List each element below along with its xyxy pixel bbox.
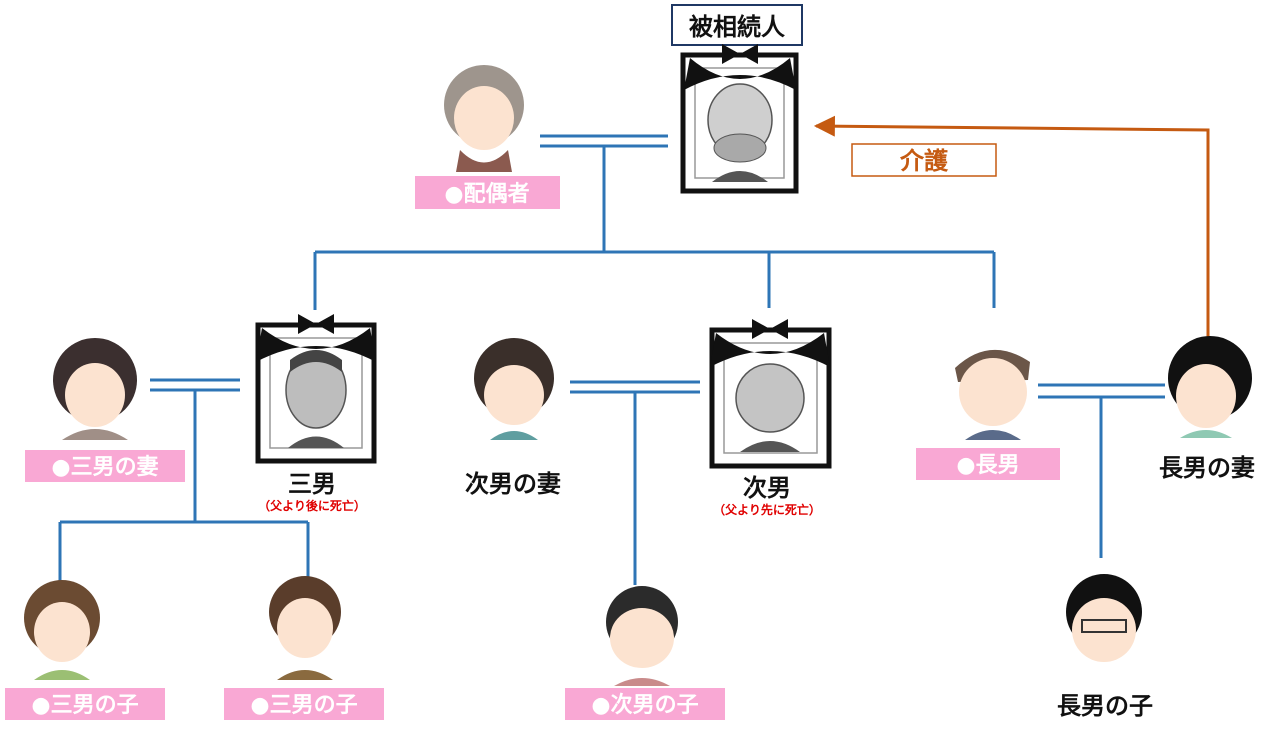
son3-wife-label-box: ●三男の妻: [25, 450, 185, 482]
avatar-son1-child: [1066, 574, 1142, 662]
ribbon-icon: [710, 333, 830, 367]
son3-wife-label: ●三男の妻: [51, 454, 158, 480]
avatar-son1: [955, 349, 1030, 440]
deceased-label: 被相続人: [689, 13, 785, 41]
care-label: 介護: [899, 147, 949, 175]
ribbon-icon: [684, 58, 796, 90]
avatar-spouse: [444, 65, 524, 172]
son3-child1-label-box: ●三男の子: [5, 688, 165, 720]
avatar-son2-child: [606, 586, 678, 686]
avatar-son3-child1: [24, 580, 100, 680]
memorial-portrait-son2: [709, 319, 832, 469]
spouse-label-box: ●配偶者: [415, 176, 560, 209]
deceased-title-box: 被相続人: [671, 4, 803, 46]
avatar-son3-child2: [269, 576, 341, 680]
ribbon-icon: [256, 328, 376, 362]
son1-wife-label: 長男の妻: [1159, 454, 1255, 482]
son3-note: （父より後に死亡）: [258, 498, 366, 513]
connector-lines: [58, 134, 1165, 585]
glasses-icon: [1081, 619, 1127, 633]
son3-child2-label-box: ●三男の子: [224, 688, 384, 720]
avatar-son3-wife: [53, 338, 137, 440]
memorial-portrait-son3: [255, 314, 377, 464]
son2-child-label-box: ●次男の子: [565, 688, 725, 720]
son1-child-label: 長男の子: [1057, 692, 1153, 720]
care-box: 介護: [851, 143, 997, 177]
memorial-portrait-deceased: [680, 44, 799, 194]
avatar-son2-wife: [474, 338, 554, 440]
son3-child2-label: ●三男の子: [250, 693, 357, 718]
spouse-label: ●配偶者: [444, 182, 529, 207]
son2-label: 次男: [743, 474, 791, 502]
son1-label: ●長男: [956, 453, 1019, 478]
son2-wife-label: 次男の妻: [465, 470, 561, 498]
son3-label: 三男: [288, 470, 336, 498]
son3-child1-label: ●三男の子: [31, 693, 138, 718]
son2-child-label: ●次男の子: [591, 692, 698, 718]
care-arrow: [813, 115, 1210, 338]
son1-label-box: ●長男: [916, 448, 1060, 480]
son2-note: （父より先に死亡）: [713, 502, 821, 517]
avatar-son1-wife: [1168, 336, 1252, 438]
